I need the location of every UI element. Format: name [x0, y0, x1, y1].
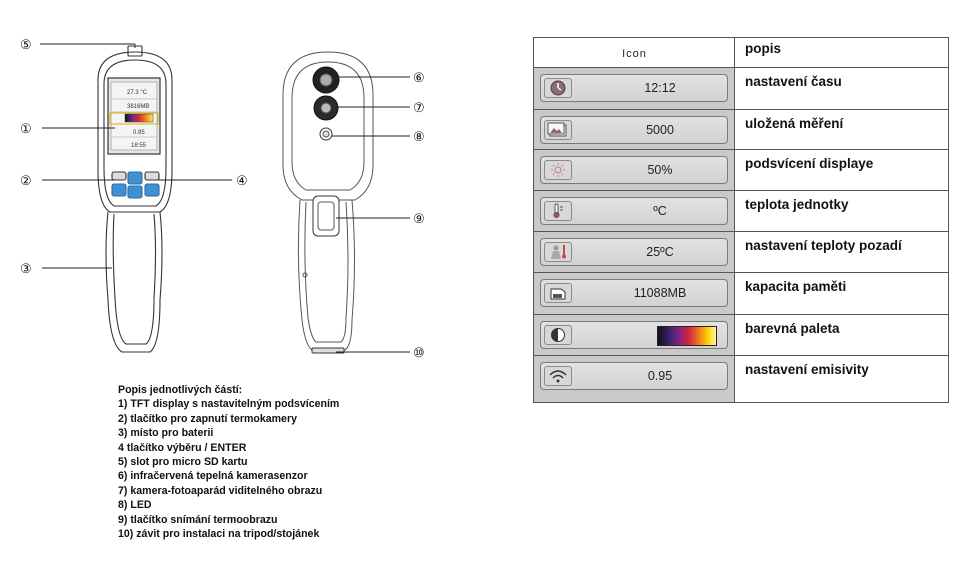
- device-screen-emissivity: 0.95: [133, 130, 145, 136]
- background-temp-field: 25ºC: [540, 238, 728, 266]
- device-back-view: [282, 51, 374, 354]
- table-row: 5000 uložená měření: [534, 110, 948, 150]
- backlight-desc: podsvícení displaye: [745, 156, 874, 171]
- temperature-unit-field: ºC: [540, 197, 728, 225]
- memory-capacity-value: 11088MB: [633, 286, 687, 300]
- header-icon-label: Icon: [622, 48, 647, 60]
- legend-item-9: 9) tlačítko snímání termoobrazu: [118, 513, 278, 526]
- legend-title: Popis jednotlivých částí:: [118, 384, 243, 396]
- table-row: 0.95 nastavení emisivity: [534, 356, 948, 402]
- header-desc-label: popis: [745, 41, 781, 56]
- memory-card-icon: [544, 283, 572, 303]
- device-screen-temp: 27.3 °C: [127, 90, 148, 96]
- backlight-field: 50%: [540, 156, 728, 184]
- callout-10: ⑩: [413, 345, 425, 360]
- color-palette-desc: barevná paleta: [745, 321, 840, 336]
- callout-1: ①: [20, 121, 32, 136]
- legend-item-7: 7) kamera-fotoaparád viditelného obrazu: [118, 484, 323, 497]
- table-header: Icon popis: [534, 38, 948, 68]
- table-row: 25ºC nastavení teploty pozadí: [534, 232, 948, 273]
- callout-5: ⑤: [20, 37, 32, 52]
- legend-item-2: 2) tlačítko pro zapnutí termokamery: [118, 412, 297, 425]
- table-row: ºC teplota jednotky: [534, 191, 948, 232]
- saved-measurements-field: 5000: [540, 116, 728, 144]
- saved-measurements-desc: uložená měření: [745, 116, 844, 131]
- callout-7: ⑦: [413, 100, 425, 115]
- palette-icon: [544, 325, 572, 345]
- temperature-unit-desc: teplota jednotky: [745, 197, 849, 212]
- time-desc: nastavení času: [745, 74, 842, 89]
- memory-capacity-field: 11088MB: [540, 279, 728, 307]
- memory-capacity-desc: kapacita paměti: [745, 279, 847, 294]
- background-temp-icon: [544, 242, 572, 262]
- table-row: 50% podsvícení displaye: [534, 150, 948, 191]
- emissivity-desc: nastavení emisivity: [745, 362, 869, 377]
- background-temp-desc: nastavení teploty pozadí: [745, 238, 902, 253]
- legend-item-1: 1) TFT display s nastavitelným podsvícen…: [118, 398, 340, 411]
- header-icon-cell: Icon: [534, 38, 735, 67]
- background-temp-value: 25ºC: [646, 245, 674, 259]
- legend-item-8: 8) LED: [118, 499, 152, 512]
- callout-8: ⑧: [413, 129, 425, 144]
- device-screen-time: 18:55: [131, 143, 147, 149]
- temperature-unit-value: ºC: [653, 204, 667, 218]
- legend-item-10: 10) závit pro instalaci na tripod/stoján…: [118, 528, 320, 541]
- callout-6: ⑥: [413, 70, 425, 85]
- icon-table: Icon popis 12:12 nastavení času 5000 ulo…: [533, 37, 949, 403]
- backlight-value: 50%: [647, 163, 673, 177]
- table-row: barevná paleta: [534, 315, 948, 356]
- table-row: 12:12 nastavení času: [534, 68, 948, 110]
- table-row: 11088MB kapacita paměti: [534, 273, 948, 315]
- callout-4: ④: [236, 173, 248, 188]
- sun-icon: [544, 160, 572, 180]
- time-field: 12:12: [540, 74, 728, 102]
- legend-item-5: 5) slot pro micro SD kartu: [118, 456, 248, 469]
- device-screen-memory: 3816MB: [127, 104, 149, 110]
- wifi-icon: [544, 366, 572, 386]
- saved-measurements-value: 5000: [646, 123, 674, 137]
- parts-legend: Popis jednotlivých částí: 1) TFT display…: [118, 383, 448, 541]
- emissivity-value: 0.95: [647, 369, 673, 383]
- legend-item-3: 3) místo pro baterii: [118, 427, 214, 440]
- picture-icon: [544, 120, 572, 140]
- time-value: 12:12: [644, 81, 676, 95]
- thermometer-icon: [544, 201, 572, 221]
- clock-icon: [544, 78, 572, 98]
- device-diagram: 27.3 °C 3816MB 0.95 18:55: [20, 37, 425, 360]
- callout-3: ③: [20, 261, 32, 276]
- legend-item-6: 6) infračervená tepelná kamerasenzor: [118, 470, 308, 483]
- callout-9: ⑨: [413, 211, 425, 226]
- emissivity-field: 0.95: [540, 362, 728, 390]
- callout-2: ②: [20, 173, 32, 188]
- color-palette-bar: [657, 326, 717, 346]
- color-palette-field: [540, 321, 728, 349]
- device-front-view: [97, 45, 173, 353]
- legend-item-4: 4 tlačítko výběru / ENTER: [118, 441, 247, 454]
